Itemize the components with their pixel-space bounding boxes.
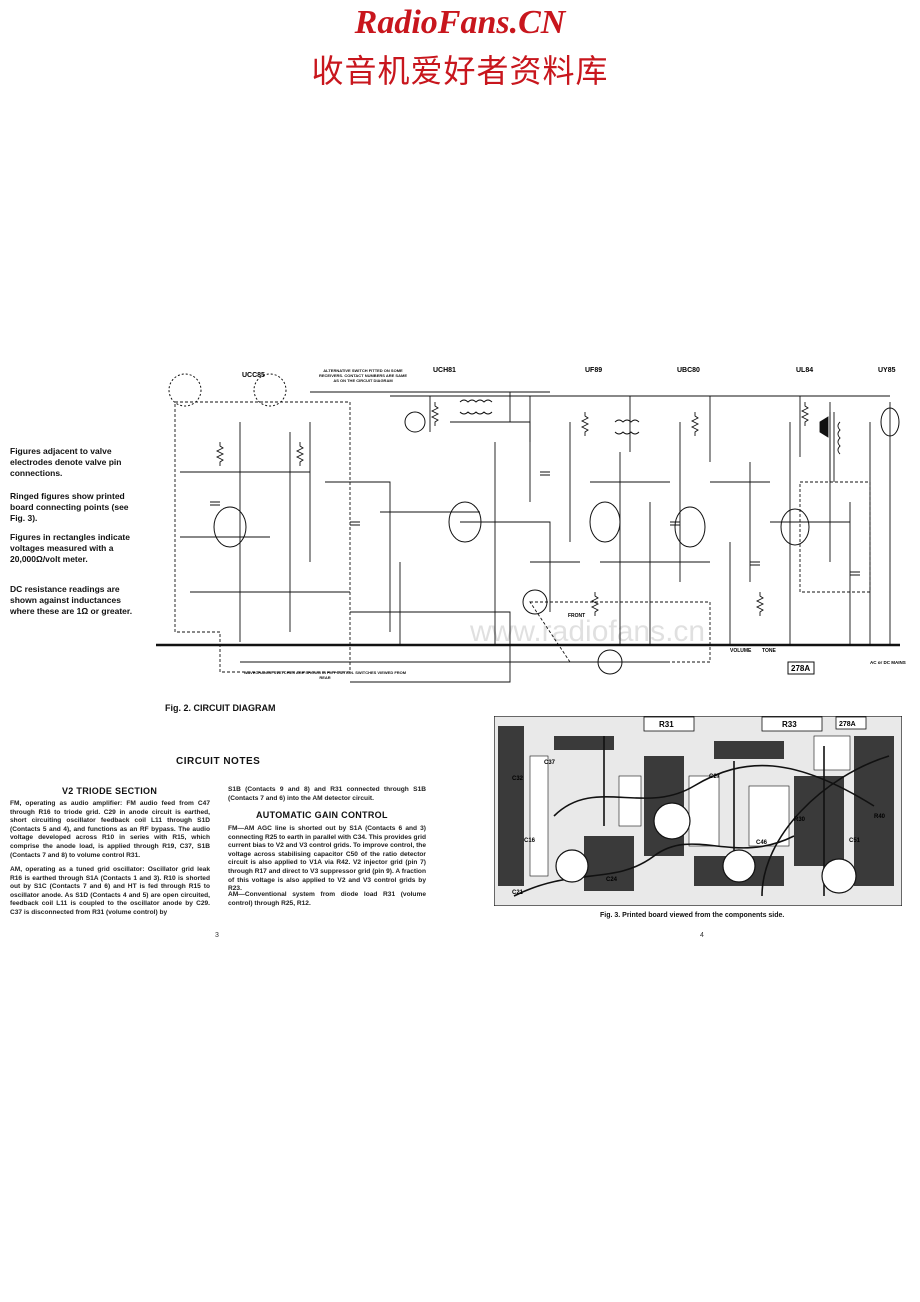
pcb-label-278a: 278A [839,721,856,728]
pcb-label-r33: R33 [782,720,797,729]
valve-label-ucc85: UCC85 [242,372,265,379]
fig3-caption: Fig. 3. Printed board viewed from the co… [600,912,785,919]
page-number-right: 4 [700,932,704,939]
site-subtitle: 收音机爱好者资料库 [311,52,609,90]
wavechange-note: WAVECHANGE SWITCHES ARE SHOWN IN FM POSI… [243,670,407,680]
pcb-label: C24 [606,877,618,883]
pcb-label: C51 [849,838,861,844]
note-dc-resistance: DC resistance readings are shown against… [10,584,133,616]
note-rectangles: Figures in rectangles indicate voltages … [10,532,130,564]
tone-label: TONE [762,648,776,654]
pcb-label: C27 [709,774,721,780]
pcb-label: C16 [524,838,536,844]
pcb-label: R30 [794,817,806,823]
pcb-label: C32 [512,776,524,782]
circuit-notes-heading: CIRCUIT NOTES [176,756,261,767]
board-number: 278A [791,664,810,673]
pcb-label-r31: R31 [659,720,674,729]
agc-heading: AUTOMATIC GAIN CONTROL [256,810,388,820]
valve-label-ubc80: UBC80 [677,367,700,374]
volume-label: VOLUME [730,648,752,654]
agc-fm-paragraph: FM—AM AGC line is shorted out by S1A (Co… [228,825,426,893]
mains-label: AC or DC MAINS [870,660,906,665]
switch-note: ALTERNATIVE SWITCH FITTED ON SOME RECEIV… [318,368,407,383]
pcb-label: C37 [544,760,556,766]
fig2-caption: Fig. 2. CIRCUIT DIAGRAM [165,703,276,713]
circuit-diagram: UCC85 UCH81 UF89 UBC80 UL84 UY85 ALTERNA… [156,367,906,683]
valve-label-uch81: UCH81 [433,367,456,374]
v2-triode-heading: V2 TRIODE SECTION [62,786,158,796]
s1b-paragraph: S1B (Contacts 9 and 8) and R31 connected… [228,786,426,802]
fm-paragraph: FM, operating as audio amplifier: FM aud… [10,800,210,859]
am-paragraph: AM, operating as a tuned grid oscillator… [10,866,210,916]
valve-label-uy85: UY85 [878,367,896,374]
watermark: www.radiofans.cn [470,615,706,648]
valve-label-ul84: UL84 [796,367,813,374]
valve-label-uf89: UF89 [585,367,602,374]
front-label: FRONT [568,613,585,619]
printed-board-diagram: R31 R33 278A C32 C37 C16 C21 C24 C46 C51… [494,716,902,906]
note-pin-connections: Figures adjacent to valve electrodes den… [10,446,122,478]
pcb-label: C21 [512,890,524,896]
note-ringed-figures: Ringed figures show printed board connec… [10,491,129,523]
pcb-label: C46 [756,840,768,846]
agc-am-paragraph: AM—Conventional system from diode load R… [228,891,426,907]
site-title: RadioFans.CN [354,4,566,41]
pcb-label: R40 [874,814,886,820]
page-number-left: 3 [215,932,219,939]
